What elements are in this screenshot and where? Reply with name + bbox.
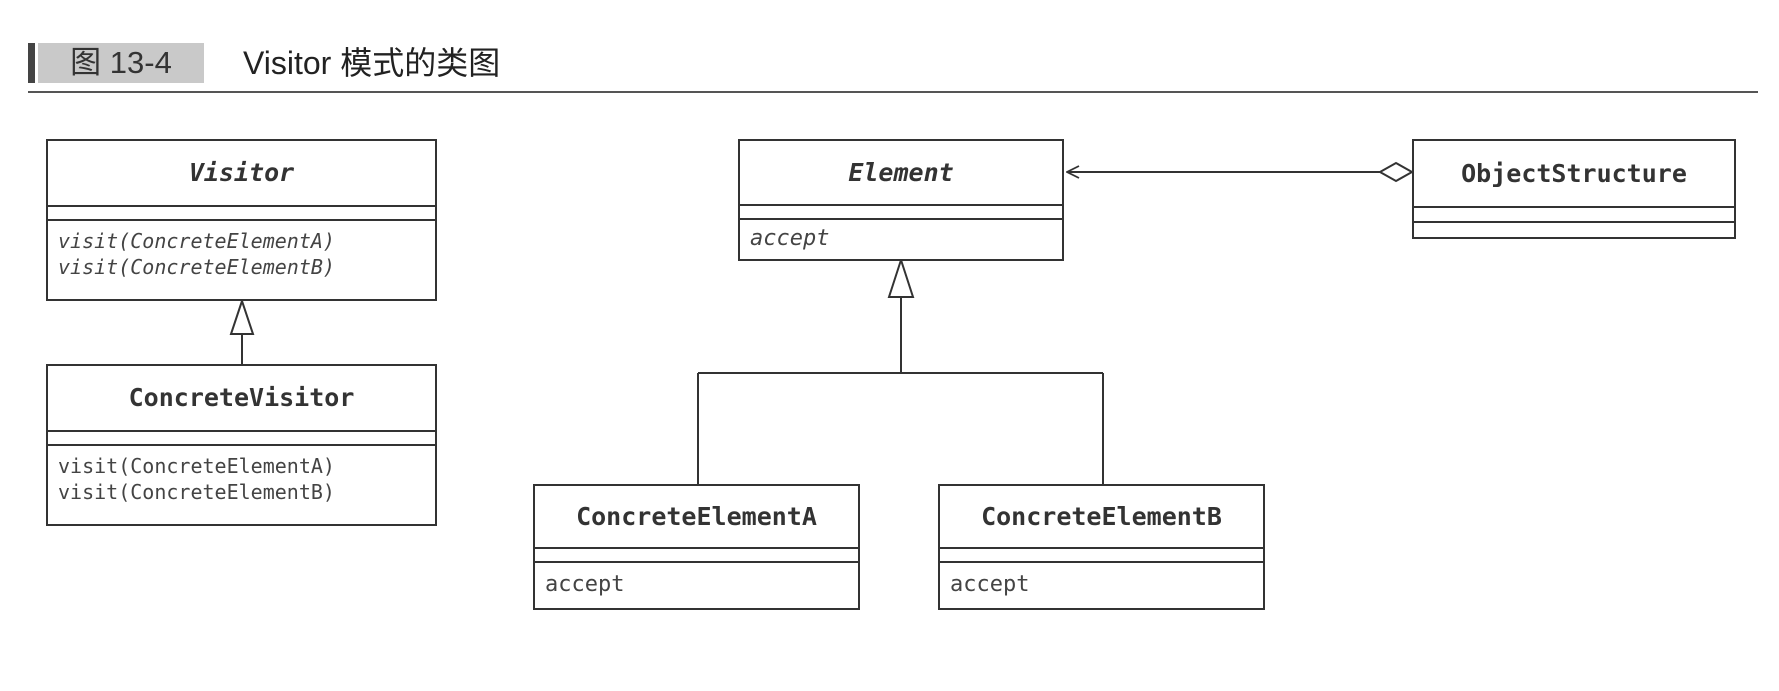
class-object-structure: ObjectStructure (1412, 139, 1736, 239)
operation: visit(ConcreteElementA) (58, 454, 335, 478)
figure-header: 图 13-4 Visitor 模式的类图 (28, 38, 1758, 88)
operation: accept (950, 572, 1030, 597)
operation: accept (750, 226, 830, 251)
class-name: Element (740, 141, 1062, 206)
generalization-triangle-element (887, 256, 915, 298)
class-name: ObjectStructure (1414, 141, 1734, 208)
aggregation-diamond (1377, 161, 1415, 183)
class-visitor: Visitor visit(ConcreteElementA) visit(Co… (46, 139, 437, 301)
figure-title: Visitor 模式的类图 (243, 45, 501, 81)
attributes-section (1414, 208, 1734, 223)
class-concrete-element-a: ConcreteElementA accept (533, 484, 860, 610)
operations-section: visit(ConcreteElementA) visit(ConcreteEl… (48, 221, 435, 280)
attributes-section (48, 432, 435, 446)
operations-section (1414, 223, 1734, 239)
operations-section: visit(ConcreteElementA) visit(ConcreteEl… (48, 446, 435, 505)
generalization-triangle-visitor (229, 297, 255, 335)
class-name: ConcreteElementA (535, 486, 858, 549)
class-concrete-element-b: ConcreteElementB accept (938, 484, 1265, 610)
class-element: Element accept (738, 139, 1064, 261)
attributes-section (535, 549, 858, 563)
class-name: Visitor (48, 141, 435, 207)
operation: visit(ConcreteElementA) (58, 229, 335, 253)
figure-header-rule (28, 91, 1758, 93)
attributes-section (940, 549, 1263, 563)
operation: accept (545, 572, 625, 597)
class-concrete-visitor: ConcreteVisitor visit(ConcreteElementA) … (46, 364, 437, 526)
attributes-section (48, 207, 435, 221)
class-name: ConcreteVisitor (48, 366, 435, 432)
figure-marker-bar (28, 43, 35, 83)
operation: visit(ConcreteElementB) (58, 255, 335, 279)
operations-section: accept (740, 220, 1062, 252)
operations-section: accept (535, 563, 858, 598)
operation: visit(ConcreteElementB) (58, 480, 335, 504)
figure-number: 图 13-4 (38, 43, 204, 83)
operations-section: accept (940, 563, 1263, 598)
class-name: ConcreteElementB (940, 486, 1263, 549)
attributes-section (740, 206, 1062, 220)
